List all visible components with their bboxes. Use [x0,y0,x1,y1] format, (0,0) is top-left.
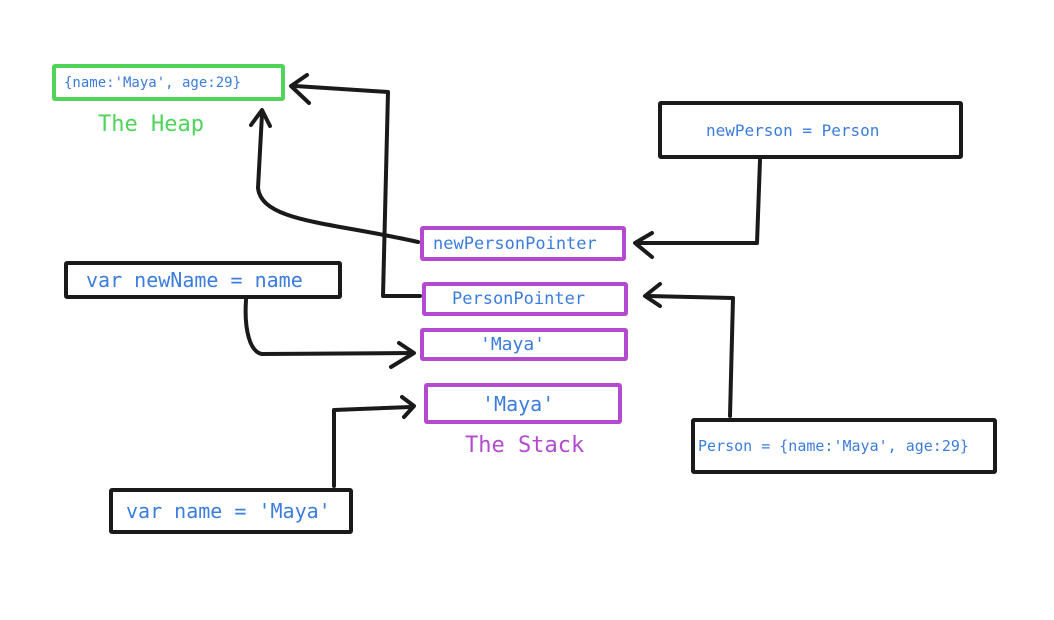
arrowhead-copy [389,341,416,369]
new-name-code-text: var newName = name [86,268,303,292]
stack-copied-value-slot: 'Maya' [420,328,628,361]
new-person-pointer-text: newPersonPointer [433,233,597,254]
stack-original-value-slot: 'Maya' [424,383,622,424]
person-pointer-text: PersonPointer [452,289,586,309]
new-person-code-box: newPerson = Person [658,101,963,159]
new-person-code-text: newPerson = Person [706,120,880,140]
heap-object-text: {name:'Maya', age:29} [64,74,242,91]
person-code-box: Person = {name:'Maya', age:29} [691,418,997,474]
arrow-name-to-original [332,405,413,488]
name-code-box: var name = 'Maya' [109,488,353,534]
stack-copied-value-text: 'Maya' [480,334,546,355]
arrow-newperson-to-nppointer [636,158,762,245]
heap-label: The Heap [98,112,204,137]
name-code-text: var name = 'Maya' [126,499,331,523]
arrow-newname-to-copy [243,298,414,356]
arrow-person-to-ppointer [646,294,735,418]
arrowhead-ppointer [643,282,662,308]
arrowhead-nppointer [633,231,654,259]
person-pointer-slot: PersonPointer [422,282,628,316]
heap-object-box: {name:'Maya', age:29} [52,64,285,101]
stack-label: The Stack [465,433,585,458]
new-person-pointer-slot: newPersonPointer [420,226,626,261]
person-code-text: Person = {name:'Maya', age:29} [698,437,969,455]
arrowhead-heap-right [289,73,311,105]
new-name-code-box: var newName = name [64,261,342,299]
arrowhead-heap-left [249,108,272,128]
arrowhead-original [400,395,416,419]
arrow-newpersonpointer-to-heap [256,112,420,244]
stack-original-value-text: 'Maya' [482,391,555,416]
